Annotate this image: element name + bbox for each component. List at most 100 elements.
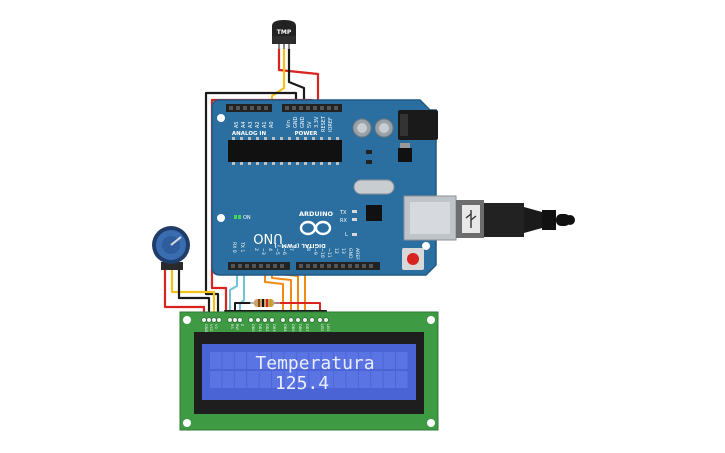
digital-pin-label: 2 (253, 248, 259, 251)
analog-header (226, 104, 272, 112)
digital-pin-label: ~6 (281, 248, 287, 255)
lcd-pin-label: DB2 (265, 324, 269, 332)
analog-pin-label: A5 (234, 121, 240, 128)
digital-pin-label: ~5 (274, 248, 280, 255)
power-pin-label: Vin (286, 120, 292, 128)
l-led (352, 233, 357, 236)
lcd-pin-label: GND (204, 324, 208, 332)
potentiometer-knob-indicator (170, 236, 182, 246)
lcd-pin-label: DB7 (305, 324, 309, 332)
lcd-char-cell (222, 371, 234, 388)
arduino-logo-icon (299, 220, 332, 236)
digital-pin-label: 7 (288, 248, 294, 251)
lcd-char-cell (272, 352, 284, 369)
lcd-char-cell (358, 352, 371, 369)
power-pin-label: GND (293, 116, 299, 128)
lcd-char-cell (210, 371, 222, 388)
lcd-char-cell (259, 371, 272, 388)
on-led-label: ON (243, 215, 251, 221)
lcd-pin-label: LED (326, 324, 330, 331)
lcd-char-cell (284, 371, 296, 388)
digital-header-label: DIGITAL (PWM~) (274, 242, 326, 248)
lcd-pin-label: DB1 (258, 324, 262, 332)
lcd-pin-label: VCC (209, 324, 213, 332)
wire-pot-wiper[interactable] (170, 266, 216, 320)
analog-pin-label: A0 (269, 121, 275, 128)
digital-pin-label: GND (347, 248, 353, 259)
lcd-char-cell (321, 371, 334, 388)
reset-button[interactable] (402, 248, 424, 270)
power-pin-label: IOREF (328, 117, 334, 132)
l-led-label: L (345, 232, 348, 238)
power-pin-label: 3.3V (314, 116, 320, 128)
lcd-char-cell (222, 352, 234, 369)
lcd-pin-label: DB4 (283, 324, 287, 332)
lcd-char-cell (383, 371, 396, 388)
lcd-line-1: Temperatura (255, 353, 374, 374)
lcd-char-cell (234, 352, 247, 369)
microcontroller-chip (228, 140, 342, 162)
potentiometer[interactable] (152, 226, 190, 270)
lcd-char-cell (321, 352, 334, 369)
lcd-char-cell (259, 352, 272, 369)
on-led (234, 215, 237, 219)
lcd-char-cell (296, 371, 309, 388)
lcd-pin-label: LED (320, 324, 324, 331)
lcd-pin-label: DB0 (251, 324, 255, 332)
lcd-pin-label: DB5 (291, 324, 295, 332)
power-header (282, 104, 342, 112)
rx-label: RX (340, 218, 347, 224)
analog-header-label: ANALOG IN (232, 131, 267, 137)
wire-rs[interactable] (229, 266, 238, 319)
lcd-module[interactable]: GND VCC V0 RS RW E DB0 DB1 DB2 DB3 DB4 D… (179, 311, 439, 431)
lcd-char-cell (234, 371, 247, 388)
tx-label: TX (339, 210, 347, 216)
lcd-char-cell (309, 352, 321, 369)
analog-pin-label: A2 (255, 121, 261, 128)
power-pin-label: GND (300, 116, 306, 128)
power-pin-label: 5V (307, 121, 313, 128)
digital-pin-label: ~11 (326, 248, 332, 258)
digital-pin-label: 13 (340, 248, 346, 254)
crystal-oscillator (353, 179, 395, 195)
arduino-uno-board[interactable]: A0 A1 A2 A3 A4 A5 Vin GND GND 5V 3.3V RE… (211, 99, 457, 276)
lcd-char-cell (396, 371, 408, 388)
arduino-brand-label: ARDUINO (299, 210, 334, 218)
wire-pot-vcc[interactable] (177, 266, 211, 320)
arduino-model-label: UNO (253, 230, 282, 245)
lcd-char-cell (371, 352, 383, 369)
lcd-char-cell (346, 371, 358, 388)
wire-tmp-vcc[interactable] (277, 46, 320, 114)
digital-pin-label: RX 0 (231, 242, 237, 253)
lcd-pin-label: DB3 (272, 324, 276, 332)
lcd-line-2: 125.4 (275, 373, 329, 394)
power-header-label: POWER (295, 131, 319, 137)
usb-icon (465, 210, 477, 228)
lcd-pin-label: V0 (214, 324, 218, 329)
lcd-pin-label: E (240, 324, 244, 327)
lcd-char-cell (334, 371, 346, 388)
sensor-label: TMP (277, 29, 292, 36)
lcd-char-cell (334, 352, 346, 369)
temperature-sensor[interactable]: TMP (272, 20, 296, 49)
analog-pin-label: A3 (248, 121, 254, 128)
lcd-char-cell (383, 352, 396, 369)
lcd-pin-header (201, 317, 329, 323)
digital-pin-label: 4 (267, 248, 273, 251)
lcd-pin-label: DB6 (298, 324, 302, 332)
usb-cable[interactable] (456, 200, 575, 238)
resistor[interactable] (250, 299, 280, 307)
tx-led (352, 210, 357, 213)
lcd-char-cell (272, 371, 284, 388)
lcd-char-cell (309, 371, 321, 388)
lcd-char-cell (284, 352, 296, 369)
lcd-char-cell (296, 352, 309, 369)
rx-led (352, 218, 357, 221)
usb-chip (366, 205, 382, 221)
wire-gnd-rail[interactable] (204, 91, 298, 320)
analog-pin-label: A1 (262, 121, 268, 128)
digital-pin-label: 12 (333, 248, 339, 254)
digital-pin-label: 8 (305, 248, 311, 251)
power-pin-label: RESET (321, 115, 327, 132)
lcd-char-cell (210, 352, 222, 369)
